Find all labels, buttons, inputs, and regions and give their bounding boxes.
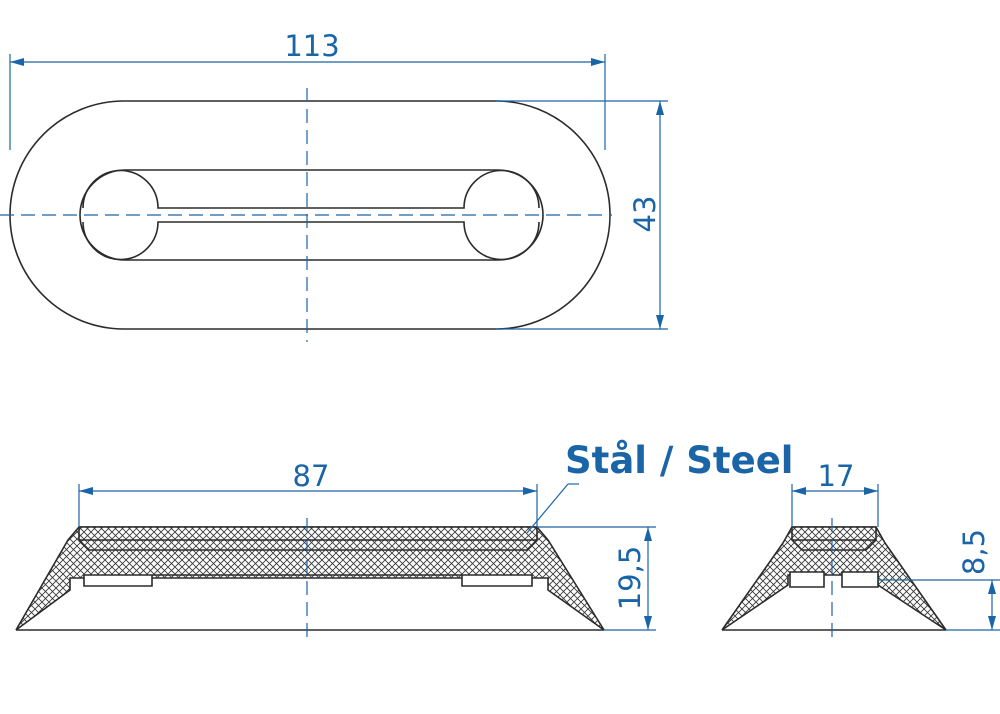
- dimension-8-5-text: 8,5: [957, 529, 991, 575]
- material-leader: Stål / Steel: [526, 439, 793, 534]
- dimension-8-5: 8,5: [878, 529, 1000, 631]
- end-view: 17 8,5: [721, 459, 1000, 640]
- end-steel-plate: [791, 526, 877, 551]
- dimension-87-text: 87: [293, 459, 330, 493]
- anode-outline: [9, 100, 611, 330]
- end-inner-right-block: [841, 571, 879, 588]
- slot-core: [82, 169, 540, 261]
- dimension-19-5: 19,5: [537, 526, 656, 631]
- side-anode-body: [15, 526, 605, 631]
- top-view: 113 43: [0, 29, 668, 342]
- dimension-113-text: 113: [284, 29, 339, 63]
- side-steel-plate: [78, 526, 538, 551]
- side-view: 87 19,5 Stål / Steel: [15, 439, 793, 640]
- dimension-113: 113: [9, 29, 606, 150]
- dimension-87: 87: [78, 459, 538, 527]
- side-inner-block: [83, 574, 533, 587]
- dimension-43-text: 43: [628, 196, 662, 233]
- end-inner-left-block: [789, 571, 825, 588]
- dimension-19-5-text: 19,5: [613, 546, 647, 611]
- material-label: Stål / Steel: [565, 439, 793, 482]
- dimension-17: 17: [791, 459, 879, 527]
- dimension-43: 43: [496, 100, 668, 330]
- dimension-17-text: 17: [818, 459, 855, 493]
